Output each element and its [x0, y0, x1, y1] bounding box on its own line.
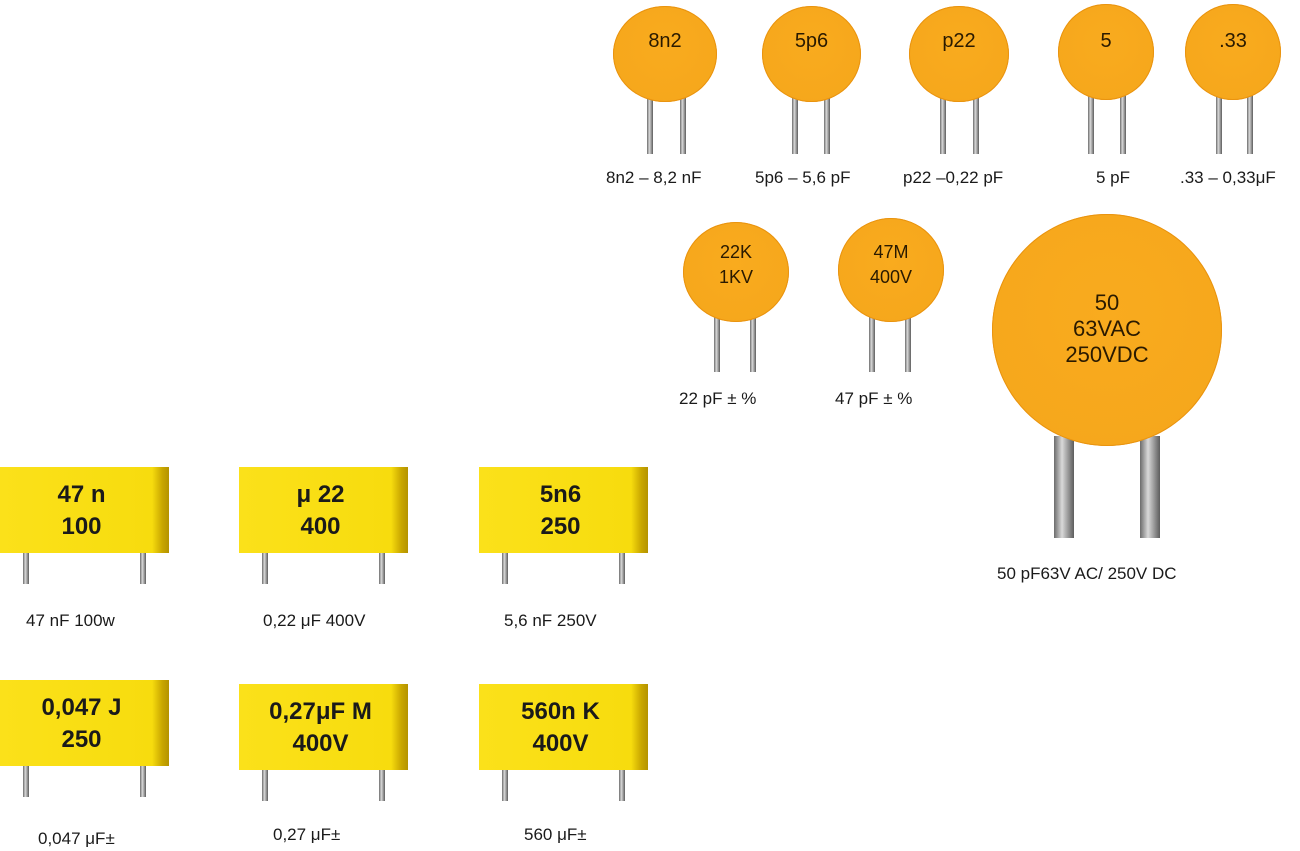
- lead-wire: [1247, 94, 1253, 154]
- lead-wire: [140, 763, 146, 797]
- lead-wire: [973, 96, 979, 154]
- capacitor-value-label: p22 –0,22 pF: [903, 168, 1004, 187]
- film-body: 0,27μF M 400V: [239, 684, 408, 770]
- lead-wire: [379, 767, 385, 801]
- lead-wire: [1140, 436, 1160, 538]
- disc-marking: 5p6: [794, 30, 829, 52]
- film-body: 5n6 250: [479, 467, 648, 553]
- lead-wire: [262, 550, 268, 584]
- lead-wire: [140, 550, 146, 584]
- capacitor-value-label: 5,6 nF 250V: [504, 611, 597, 630]
- lead-wire: [824, 96, 830, 154]
- film-marking: 0,047 J 250: [41, 694, 122, 753]
- capacitor-value-label: .33 – 0,33μF: [1180, 168, 1276, 187]
- disc-body: 5: [1058, 4, 1154, 100]
- capacitor-value-label: 0,047 μF±: [38, 829, 115, 848]
- capacitor-value-label: 47 nF 100w: [26, 611, 115, 630]
- lead-wire: [1054, 436, 1074, 538]
- film-marking: 0,27μF M 400V: [269, 698, 372, 757]
- lead-wire: [750, 314, 756, 372]
- film-marking: 47 n 100: [57, 481, 106, 540]
- disc-body: p22: [909, 6, 1009, 102]
- lead-wire: [1120, 94, 1126, 154]
- lead-wire: [379, 550, 385, 584]
- capacitor-value-label: 560 μF±: [524, 825, 587, 844]
- disc-marking: 47M 400V: [869, 242, 913, 287]
- lead-wire: [714, 314, 720, 372]
- disc-marking: p22: [942, 30, 976, 52]
- lead-wire: [619, 767, 625, 801]
- lead-wire: [647, 96, 653, 154]
- capacitor-value-label: 0,27 μF±: [273, 825, 341, 844]
- lead-wire: [502, 767, 508, 801]
- disc-marking: 8n2: [648, 30, 682, 52]
- lead-wire: [23, 763, 29, 797]
- lead-wire: [619, 550, 625, 584]
- capacitor-value-label: 5p6 – 5,6 pF: [755, 168, 851, 187]
- disc-body: .33: [1185, 4, 1281, 100]
- disc-marking: 22K 1KV: [718, 242, 754, 287]
- disc-marking: .33: [1219, 30, 1247, 52]
- film-marking: 560n K 400V: [521, 698, 600, 757]
- film-body: 0,047 J 250: [0, 680, 169, 766]
- lead-wire: [792, 96, 798, 154]
- film-body: 560n K 400V: [479, 684, 648, 770]
- film-body: 47 n 100: [0, 467, 169, 553]
- lead-wire: [262, 767, 268, 801]
- lead-wire: [680, 96, 686, 154]
- lead-wire: [905, 314, 911, 372]
- lead-wire: [940, 96, 946, 154]
- film-marking: 5n6 250: [539, 481, 582, 540]
- disc-marking: 50 63VAC 250VDC: [1065, 290, 1149, 367]
- disc-body: 5p6: [762, 6, 861, 102]
- film-marking: μ 22 400: [296, 481, 345, 540]
- film-body: μ 22 400: [239, 467, 408, 553]
- capacitor-value-label: 0,22 μF 400V: [263, 611, 366, 630]
- lead-wire: [23, 550, 29, 584]
- lead-wire: [502, 550, 508, 584]
- disc-body: 50 63VAC 250VDC: [992, 214, 1222, 446]
- lead-wire: [1216, 94, 1222, 154]
- capacitor-value-label: 22 pF ± %: [679, 389, 757, 408]
- disc-body: 22K 1KV: [683, 222, 789, 322]
- disc-body: 47M 400V: [838, 218, 944, 322]
- capacitor-value-label: 47 pF ± %: [835, 389, 913, 408]
- capacitor-value-label: 5 pF: [1096, 168, 1131, 187]
- lead-wire: [1088, 94, 1094, 154]
- lead-wire: [869, 314, 875, 372]
- capacitor-value-label: 8n2 – 8,2 nF: [606, 168, 702, 187]
- disc-marking: 5: [1100, 30, 1112, 52]
- disc-body: 8n2: [613, 6, 717, 102]
- capacitor-value-label: 50 pF63V AC/ 250V DC: [997, 564, 1177, 583]
